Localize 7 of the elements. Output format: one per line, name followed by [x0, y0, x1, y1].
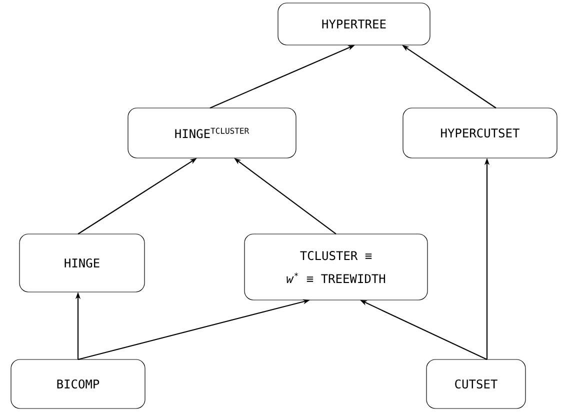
process-box: HYPERCUTSET	[402, 108, 558, 158]
process-box: HINGE$^{TCLUSTER}$	[128, 108, 296, 158]
process-box: CUTSET	[426, 359, 526, 409]
process-box: BICOMP	[10, 359, 146, 409]
process-box: HINGE	[19, 234, 145, 292]
process-box: TCLUSTER ≡ w$^{*}$ ≡ TREEWIDTH	[244, 234, 428, 300]
process-box: HYPERTREE	[278, 2, 430, 46]
